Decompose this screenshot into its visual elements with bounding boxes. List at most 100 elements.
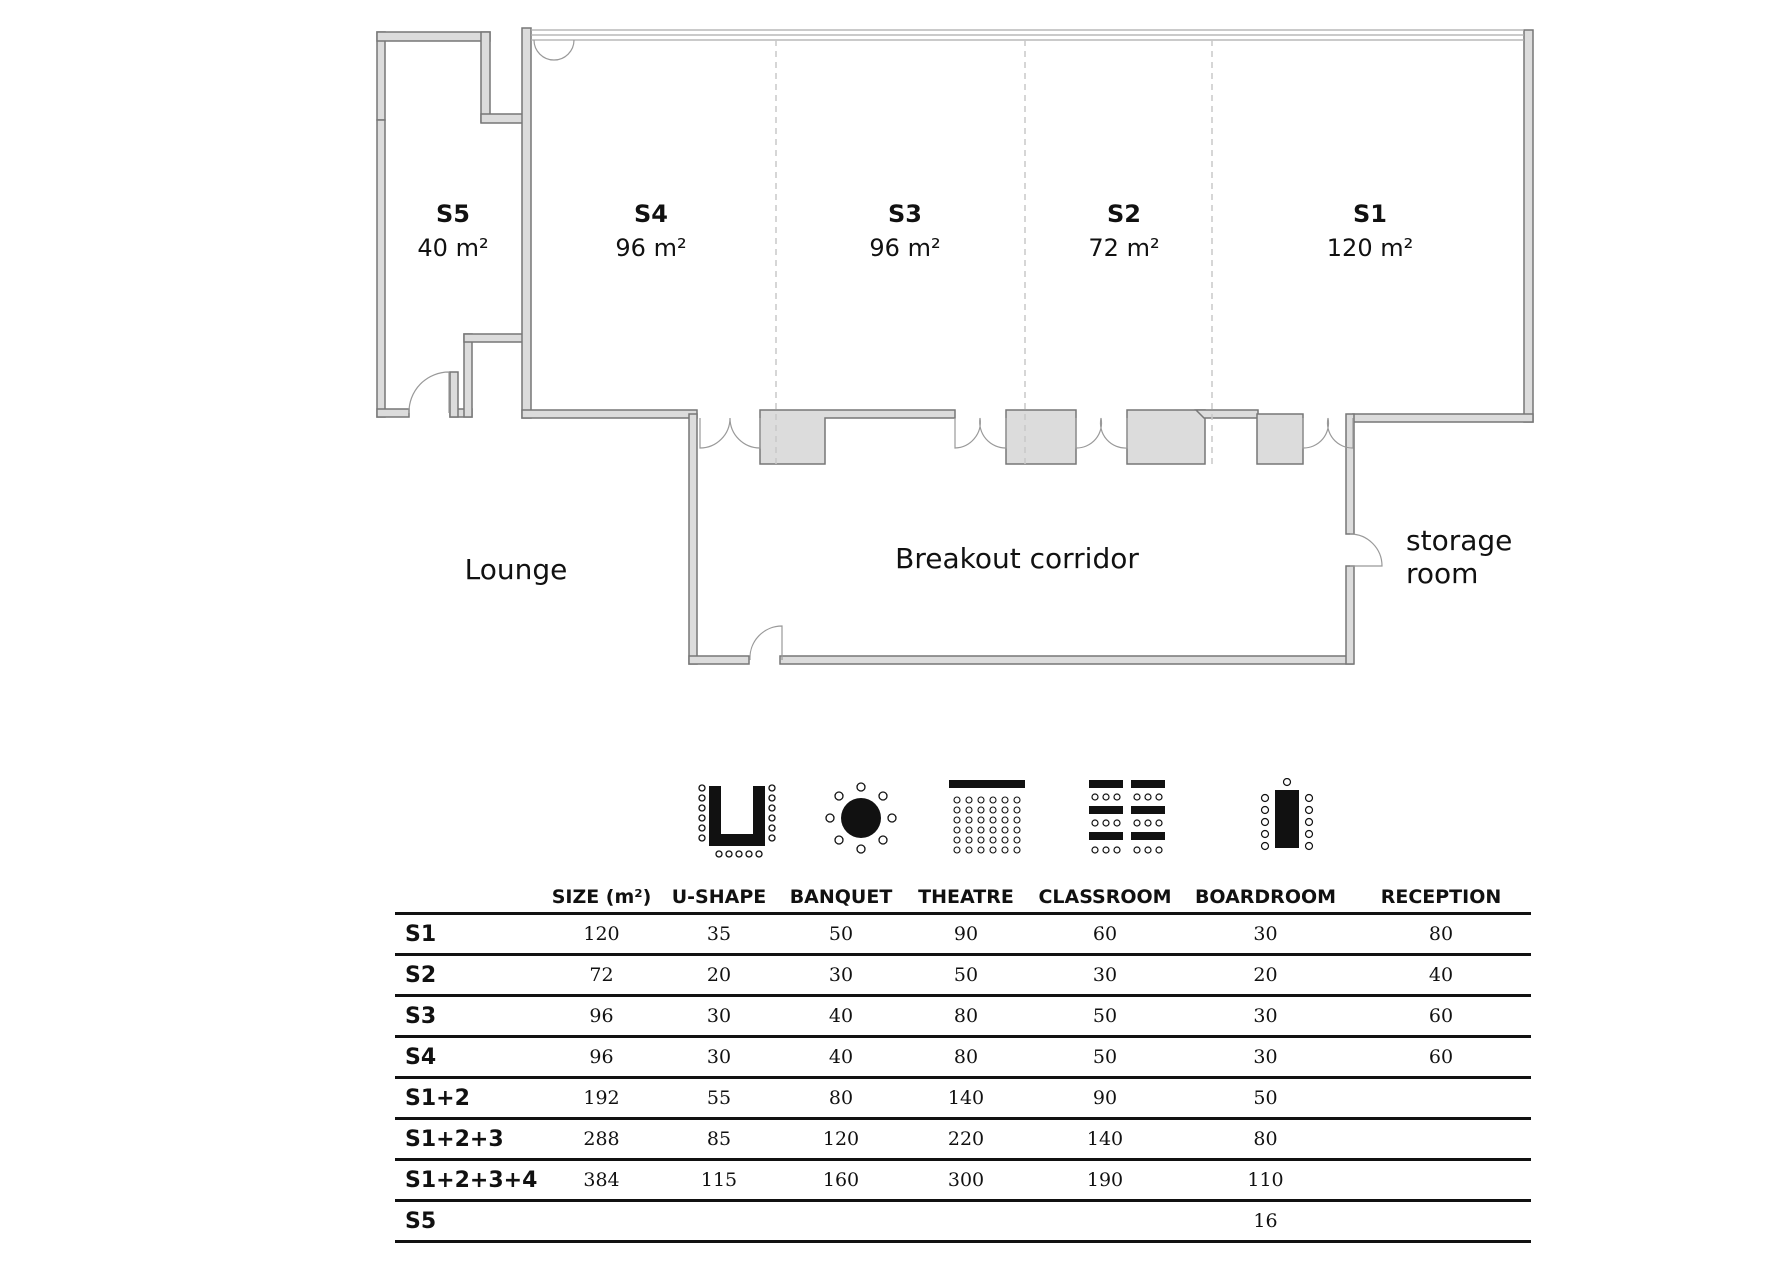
cell-banquet: 160 <box>780 1159 902 1202</box>
boardroom-icon <box>1242 778 1332 858</box>
row-room: S4 <box>395 1036 545 1079</box>
cell-size: 120 <box>545 913 658 956</box>
cell-size <box>545 1200 658 1243</box>
cell-theatre: 300 <box>902 1159 1030 1202</box>
header-reception: RECEPTION <box>1351 878 1531 915</box>
wall <box>1352 413 1534 423</box>
row-room: S1+2+3 <box>395 1118 545 1161</box>
cell-classroom <box>1030 1200 1180 1243</box>
cell-size: 288 <box>545 1118 658 1161</box>
cell-reception: 80 <box>1351 913 1531 956</box>
door-single <box>749 625 783 661</box>
wall <box>480 31 491 123</box>
row-room: S3 <box>395 995 545 1038</box>
wall <box>1126 409 1206 465</box>
cell-boardroom: 110 <box>1180 1159 1351 1202</box>
cell-u-shape <box>658 1200 780 1243</box>
wall <box>480 113 524 124</box>
cell-boardroom: 30 <box>1180 995 1351 1038</box>
cell-u-shape: 115 <box>658 1159 780 1202</box>
wall <box>688 655 750 665</box>
wall <box>759 409 956 465</box>
cell-size: 192 <box>545 1077 658 1120</box>
cell-u-shape: 30 <box>658 1036 780 1079</box>
wall <box>376 31 386 121</box>
cell-u-shape: 20 <box>658 954 780 997</box>
room-label-s1: S1 <box>1353 200 1387 228</box>
storage-label-line2: room <box>1406 557 1478 590</box>
table-row: S1+2+3 288 85 120 220 140 80 <box>395 1118 1531 1161</box>
cell-reception <box>1351 1200 1531 1243</box>
cell-size: 384 <box>545 1159 658 1202</box>
corridor-label: Breakout corridor <box>895 542 1139 575</box>
header-u-shape: U-SHAPE <box>658 878 780 915</box>
room-area-s1: 120 m² <box>1327 234 1413 262</box>
u-shape-icon <box>692 778 782 858</box>
wall <box>1345 565 1355 665</box>
table-row: S1 120 35 50 90 60 30 80 <box>395 913 1531 956</box>
wall <box>463 333 473 418</box>
cell-theatre: 90 <box>902 913 1030 956</box>
cell-classroom: 50 <box>1030 995 1180 1038</box>
header-banquet: BANQUET <box>780 878 902 915</box>
header-size: SIZE (m²) <box>545 878 658 915</box>
door-single <box>408 371 450 414</box>
cell-reception <box>1351 1159 1531 1202</box>
table-row: S4 96 30 40 80 50 30 60 <box>395 1036 1531 1079</box>
cell-theatre <box>902 1200 1030 1243</box>
header-classroom: CLASSROOM <box>1030 878 1180 915</box>
banquet-icon <box>816 778 906 858</box>
room-area-s3: 96 m² <box>869 234 940 262</box>
cell-size: 96 <box>545 995 658 1038</box>
floor-plan: S5 40 m² S4 96 m² S3 96 m² S2 72 m² S1 1… <box>376 27 1534 665</box>
cell-classroom: 140 <box>1030 1118 1180 1161</box>
capacity-table: SIZE (m²) U-SHAPE BANQUET THEATRE CLASSR… <box>395 878 1531 1243</box>
row-room: S2 <box>395 954 545 997</box>
cell-classroom: 30 <box>1030 954 1180 997</box>
cell-boardroom: 30 <box>1180 1036 1351 1079</box>
cell-reception: 60 <box>1351 1036 1531 1079</box>
wall <box>376 119 386 418</box>
table-row: S5 16 <box>395 1200 1531 1243</box>
cell-reception <box>1351 1118 1531 1161</box>
wall <box>1194 409 1259 419</box>
cell-size: 96 <box>545 1036 658 1079</box>
row-room: S1+2 <box>395 1077 545 1120</box>
cell-banquet: 40 <box>780 1036 902 1079</box>
cell-banquet: 40 <box>780 995 902 1038</box>
wall <box>463 333 524 343</box>
cell-banquet: 80 <box>780 1077 902 1120</box>
door-double <box>699 417 761 449</box>
classroom-icon <box>1082 778 1172 858</box>
row-room: S1 <box>395 913 545 956</box>
cell-classroom: 190 <box>1030 1159 1180 1202</box>
cell-theatre: 140 <box>902 1077 1030 1120</box>
cell-classroom: 50 <box>1030 1036 1180 1079</box>
wall <box>688 413 698 665</box>
table-row: S1+2+3+4 384 115 160 300 190 110 <box>395 1159 1531 1202</box>
header-theatre: THEATRE <box>902 878 1030 915</box>
wall <box>449 371 459 418</box>
cell-banquet <box>780 1200 902 1243</box>
cell-theatre: 220 <box>902 1118 1030 1161</box>
wall <box>1523 29 1534 423</box>
table-row: S1+2 192 55 80 140 90 50 <box>395 1077 1531 1120</box>
cell-u-shape: 35 <box>658 913 780 956</box>
row-room: S1+2+3+4 <box>395 1159 545 1202</box>
header-boardroom: BOARDROOM <box>1180 878 1351 915</box>
room-area-s4: 96 m² <box>615 234 686 262</box>
table-header-row: SIZE (m²) U-SHAPE BANQUET THEATRE CLASSR… <box>395 878 1531 915</box>
row-room: S5 <box>395 1200 545 1243</box>
cell-classroom: 90 <box>1030 1077 1180 1120</box>
cell-classroom: 60 <box>1030 913 1180 956</box>
wall <box>1256 413 1304 465</box>
theatre-icon <box>942 778 1032 858</box>
cell-boardroom: 80 <box>1180 1118 1351 1161</box>
wall <box>521 409 698 419</box>
cell-u-shape: 85 <box>658 1118 780 1161</box>
cell-banquet: 50 <box>780 913 902 956</box>
door-double <box>954 417 1007 449</box>
header-room <box>395 878 545 915</box>
wall <box>521 27 532 419</box>
